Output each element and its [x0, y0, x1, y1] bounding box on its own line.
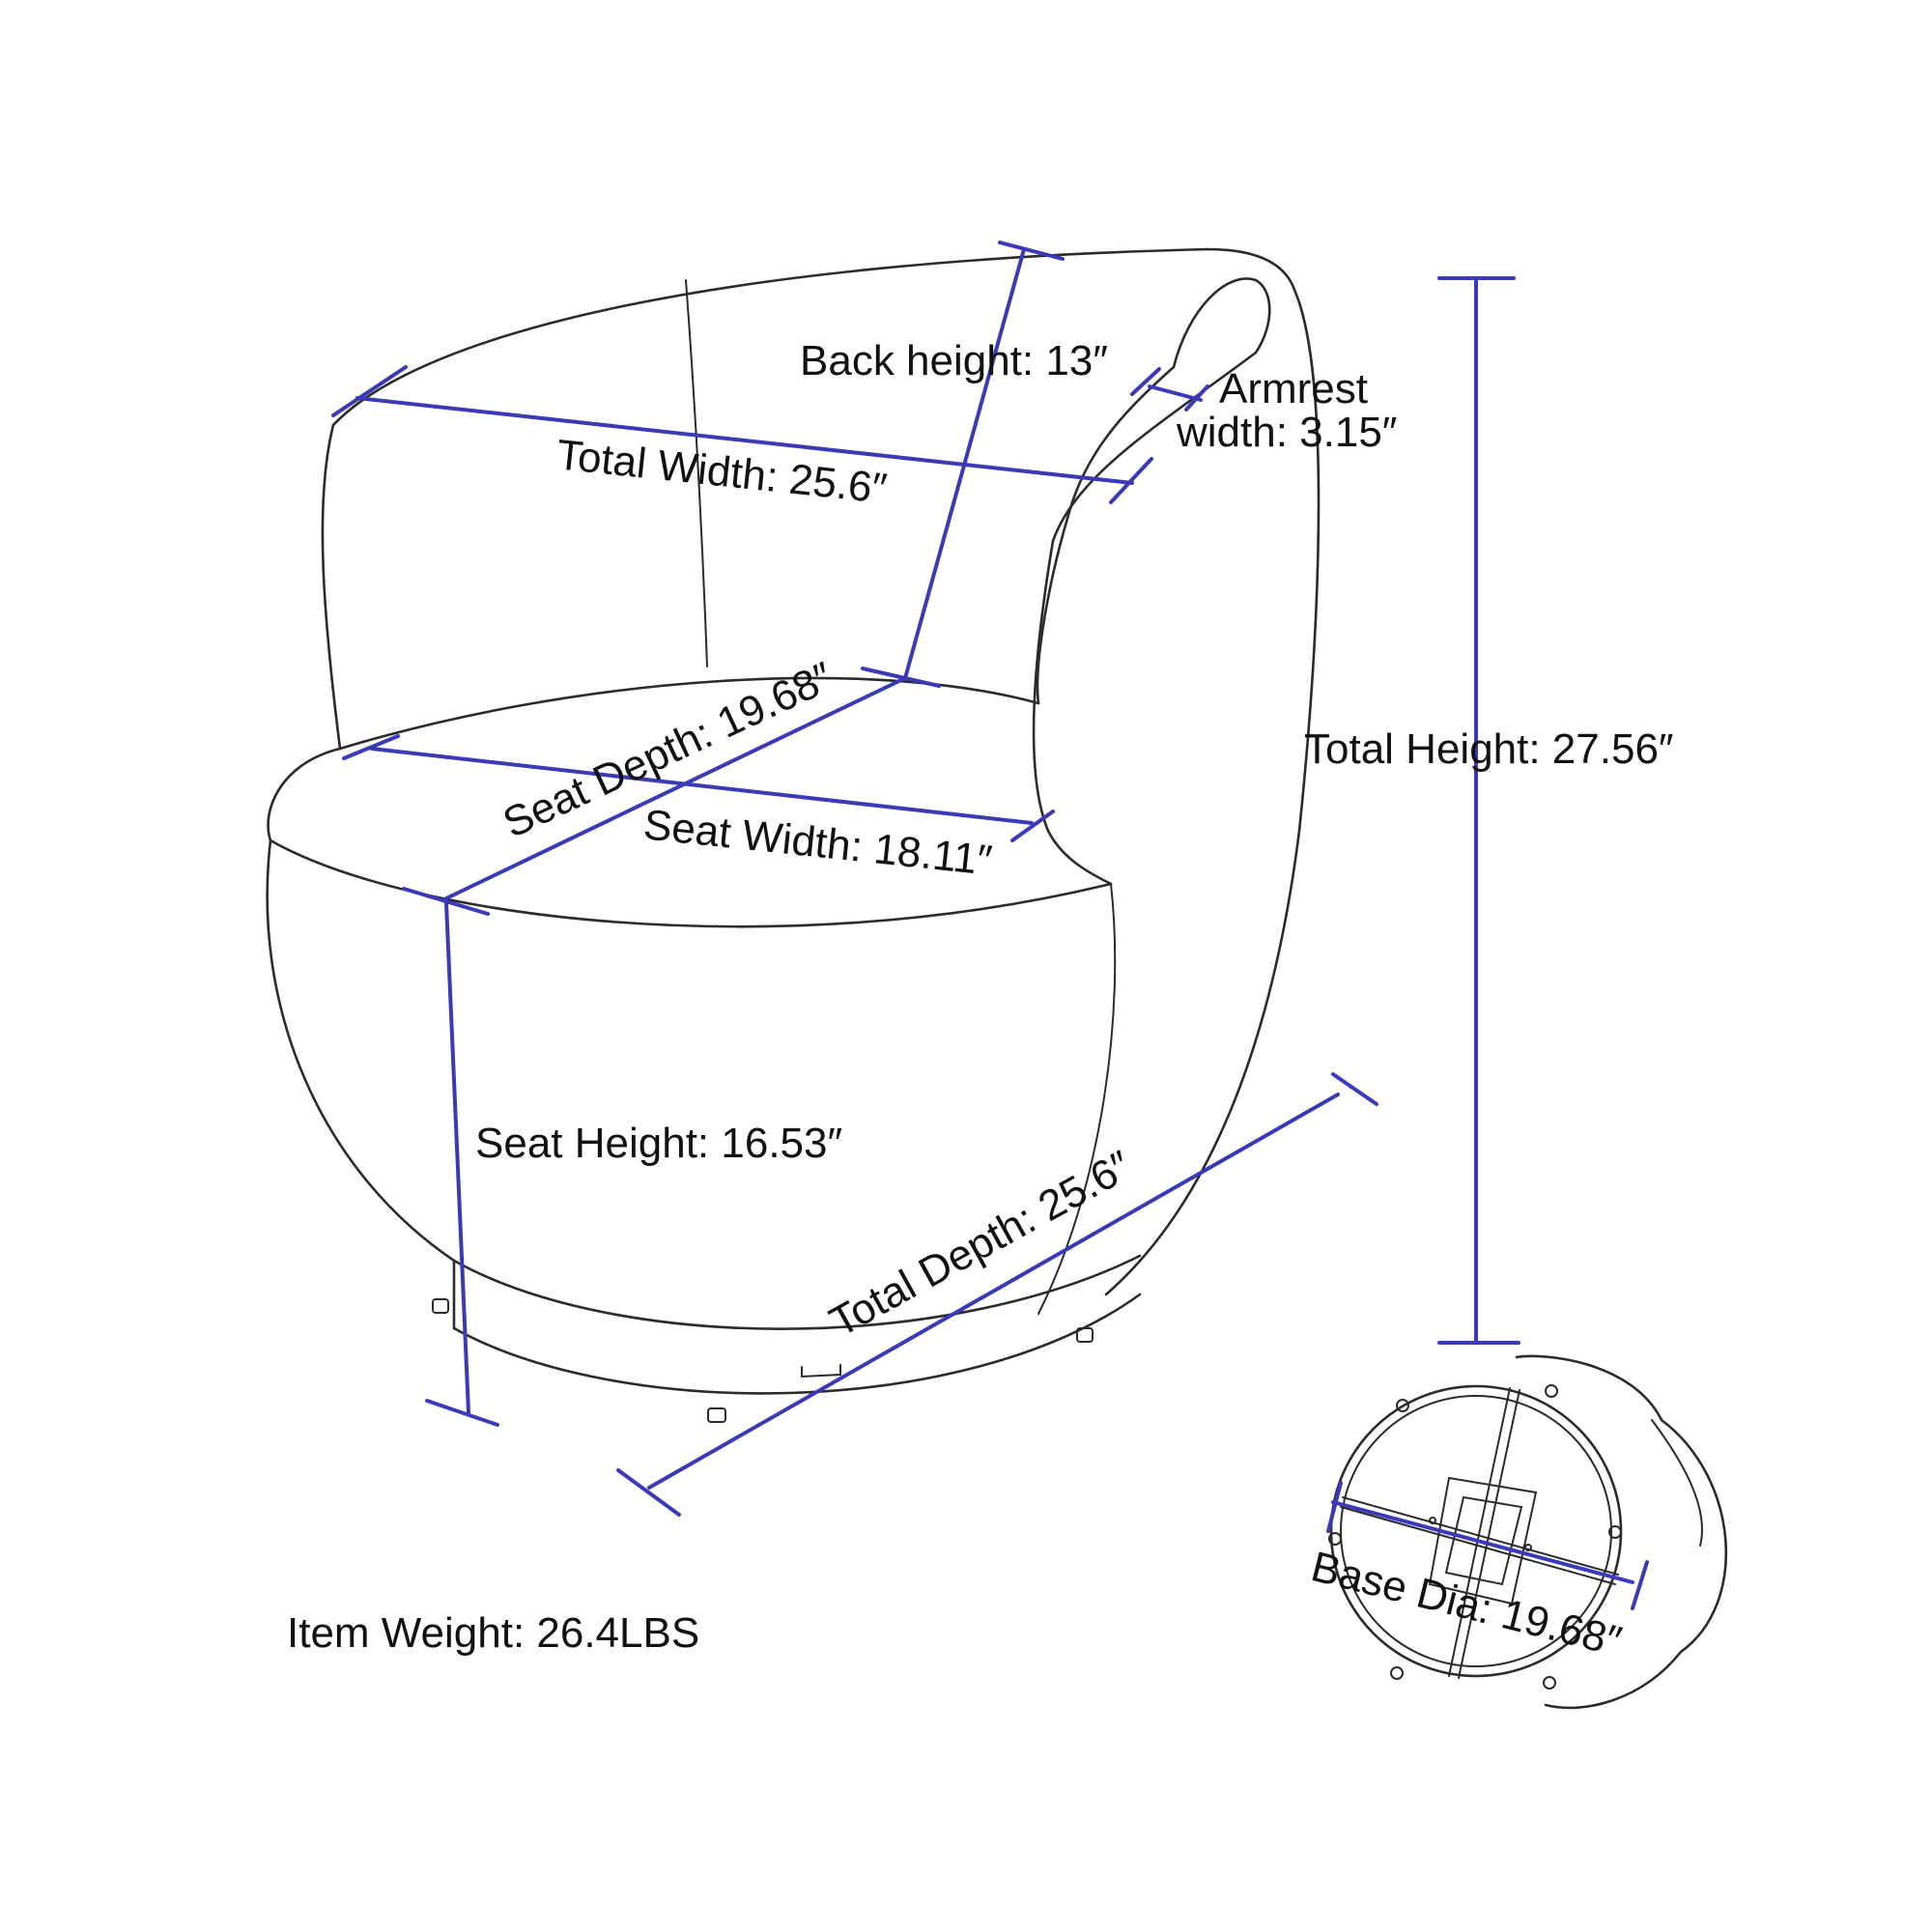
dimension-lines — [331, 241, 1649, 1610]
bolt — [1608, 1525, 1622, 1539]
armrest-label-line1: Armrest — [1219, 365, 1368, 412]
bolt — [1396, 1399, 1409, 1412]
base-view-swivel-plate — [1428, 1476, 1538, 1605]
base-view-inner-ring — [1340, 1395, 1612, 1667]
foot-left — [432, 1298, 449, 1314]
base-dia-line — [1331, 1500, 1634, 1584]
backrest-top-edge — [331, 247, 1296, 427]
base-plate — [801, 1364, 841, 1378]
bolt — [1545, 1384, 1558, 1398]
backrest-left-edge — [321, 423, 342, 751]
bolt — [1429, 1517, 1436, 1524]
seat-depth-line — [444, 676, 907, 900]
bolt — [1328, 1532, 1342, 1546]
armrest-front-seam — [1037, 883, 1117, 1315]
armrest-lower-curve — [1046, 829, 1113, 886]
bolt — [1390, 1666, 1404, 1680]
bolt — [1524, 1544, 1532, 1551]
base-dia-label: Base Dia: 19.68″ — [1307, 1543, 1627, 1665]
seat-height-label: Seat Height: 16.53″ — [475, 1120, 842, 1167]
body-left-edge — [266, 838, 456, 1263]
back-height-label: Back height: 13″ — [800, 337, 1108, 384]
seat-width-tick-right — [1010, 810, 1055, 842]
total-depth-line — [647, 1093, 1340, 1490]
base-view-outer-shell — [1515, 1354, 1728, 1710]
base-view-bar-vertical — [1448, 1387, 1520, 1679]
total-depth-label: Total Depth: 25.6″ — [822, 1142, 1139, 1347]
seat-height-line — [444, 901, 470, 1414]
base-view-bar-horizontal — [1340, 1496, 1619, 1585]
seat-width-line — [370, 747, 1034, 825]
armrest-outer-edge — [1104, 288, 1321, 1296]
foot-front — [707, 1407, 726, 1423]
armrest-inner-edge — [1036, 500, 1074, 705]
seat-depth-tick-front — [402, 887, 490, 916]
backrest-seam — [685, 279, 708, 668]
total-width-label: Total Width: 25.6″ — [554, 431, 890, 513]
back-height-tick-top — [998, 241, 1065, 261]
seat-width-tick-left — [342, 734, 400, 760]
item-weight-label: Item Weight: 26.4LBS — [287, 1609, 699, 1657]
armrest-width-tick-left — [1130, 367, 1161, 396]
armrest-label-line2: width: 3.15″ — [1176, 409, 1397, 456]
dimension-labels: Back height: 13″ Armrest width: 3.15″ To… — [287, 337, 1674, 1665]
base-view-shell-inner — [1651, 1419, 1703, 1547]
chair-drawing — [266, 247, 1321, 1423]
base-dia-tick-right — [1631, 1560, 1649, 1610]
back-height-tick-bottom — [861, 667, 941, 688]
seat-height-tick-bottom — [425, 1399, 499, 1427]
bolt — [1543, 1676, 1556, 1690]
total-depth-tick-left — [616, 1468, 681, 1517]
backrest-inner-bottom — [338, 676, 1040, 751]
total-height-label: Total Height: 27.56″ — [1304, 725, 1674, 773]
base-bottom-view — [1328, 1354, 1728, 1710]
armrest-front-roll — [1032, 278, 1271, 833]
armrest-top-roll — [1070, 277, 1258, 504]
armrest-width-tick-right — [1184, 384, 1209, 412]
armrest-width-line — [1148, 384, 1203, 402]
total-width-tick-left — [331, 365, 408, 417]
base-dia-tick-left — [1326, 1481, 1343, 1533]
foot-right — [1076, 1327, 1094, 1343]
total-width-line — [355, 396, 1134, 485]
total-depth-tick-right — [1331, 1072, 1378, 1106]
base-ring-front — [452, 1293, 1142, 1395]
total-width-tick-right — [1109, 457, 1153, 504]
